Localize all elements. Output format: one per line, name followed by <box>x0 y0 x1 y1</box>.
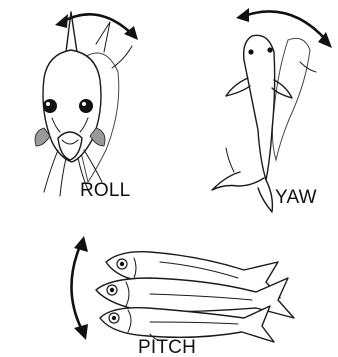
pitch-arrow <box>71 236 88 340</box>
roll-panel: ROLL <box>35 12 138 201</box>
roll-fish <box>35 12 105 196</box>
yaw-fish-rear <box>272 38 316 160</box>
yaw-panel: YAW <box>212 8 332 212</box>
pitch-label: PITCH <box>138 337 196 357</box>
roll-label: ROLL <box>80 180 130 201</box>
pitch-panel: PITCH <box>71 236 294 357</box>
yaw-label: YAW <box>275 187 317 208</box>
